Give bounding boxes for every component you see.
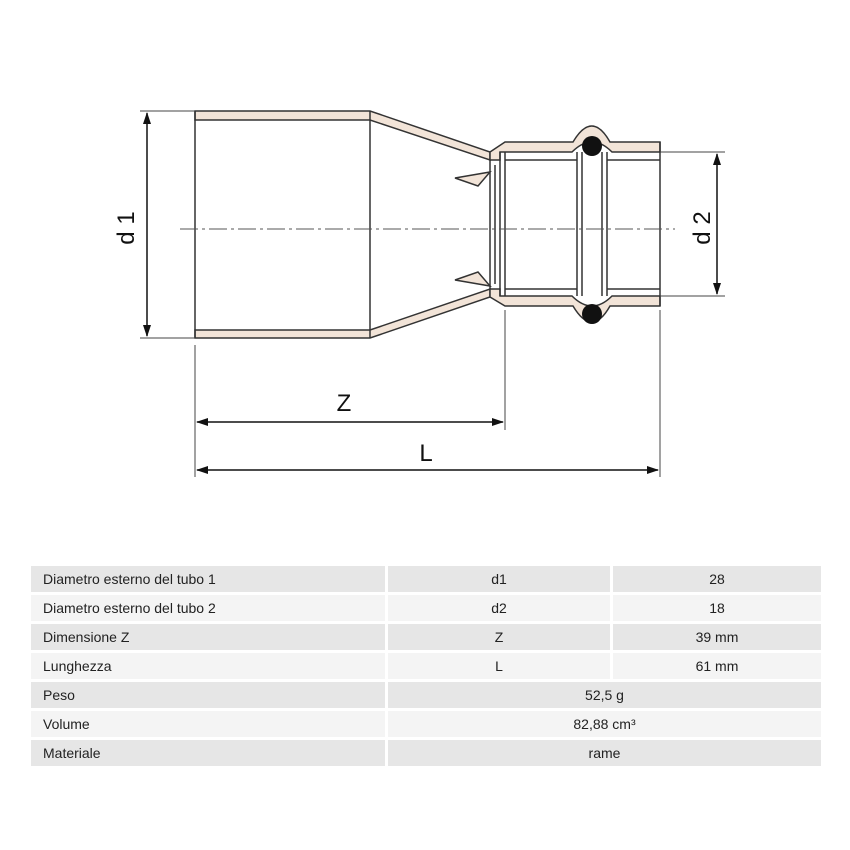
row-symbol: Z [388, 624, 610, 650]
fitting-walls [194, 110, 661, 339]
spec-table: Diametro esterno del tubo 1 d1 28 Diamet… [28, 563, 824, 769]
fitting-outline [194, 111, 661, 338]
upper-wall-small [489, 125, 661, 161]
stop-teeth [454, 170, 492, 288]
table-row: Diametro esterno del tubo 1 d1 28 [31, 566, 821, 592]
upper-wall-large [194, 110, 491, 162]
row-value: rame [388, 740, 821, 766]
row-symbol: d2 [388, 595, 610, 621]
row-label: Peso [31, 682, 385, 708]
table-row: Dimensione Z Z 39 mm [31, 624, 821, 650]
o-ring-lower [582, 304, 602, 324]
row-label: Materiale [31, 740, 385, 766]
lower-wall-large [194, 287, 491, 339]
row-value: 82,88 cm³ [388, 711, 821, 737]
row-symbol: d1 [388, 566, 610, 592]
row-symbol: L [388, 653, 610, 679]
table-row: Volume 82,88 cm³ [31, 711, 821, 737]
table-row: Peso 52,5 g [31, 682, 821, 708]
table-row: Lunghezza L 61 mm [31, 653, 821, 679]
table-row: Diametro esterno del tubo 2 d2 18 [31, 595, 821, 621]
dimension-lines [143, 112, 721, 474]
extension-lines [140, 110, 725, 477]
label-l: L [419, 440, 432, 467]
o-ring-upper [582, 136, 602, 156]
row-value: 61 mm [613, 653, 821, 679]
fitting-technical-drawing: d 1 d 2 Z L [113, 110, 725, 477]
row-label: Dimensione Z [31, 624, 385, 650]
row-label: Lunghezza [31, 653, 385, 679]
lower-wall-small [489, 288, 661, 323]
row-label: Diametro esterno del tubo 2 [31, 595, 385, 621]
row-value: 52,5 g [388, 682, 821, 708]
row-value: 39 mm [613, 624, 821, 650]
row-label: Diametro esterno del tubo 1 [31, 566, 385, 592]
row-value: 28 [613, 566, 821, 592]
row-label: Volume [31, 711, 385, 737]
row-value: 18 [613, 595, 821, 621]
label-d1: d 1 [113, 211, 140, 244]
label-z: Z [337, 390, 352, 417]
table-row: Materiale rame [31, 740, 821, 766]
label-d2: d 2 [689, 211, 716, 244]
